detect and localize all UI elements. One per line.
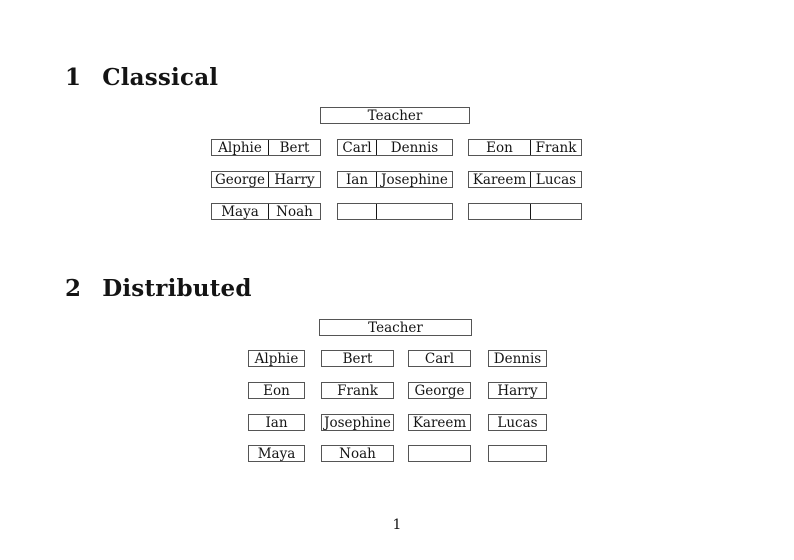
seat: Noah	[276, 203, 313, 220]
desk: Eon Frank	[468, 139, 582, 156]
empty-seat	[377, 204, 452, 219]
desk: Kareem Lucas	[468, 171, 582, 188]
empty-seat	[488, 445, 547, 462]
seat: George	[212, 172, 269, 188]
section-number: 1	[65, 64, 82, 91]
desk: Ian Josephine	[337, 171, 453, 188]
section-title: Classical	[102, 64, 219, 91]
page-number: 1	[392, 517, 402, 533]
seat: Eon	[248, 382, 305, 399]
seat: Carl	[408, 350, 471, 367]
section-heading-distributed: 2 Distributed	[65, 277, 252, 300]
seat: Harry	[488, 382, 547, 399]
seat: Dennis	[390, 139, 439, 156]
seat: Josephine	[381, 171, 448, 188]
section-heading-classical: 1 Classical	[65, 66, 218, 89]
teacher-box: Teacher	[320, 107, 470, 124]
seat: Ian	[248, 414, 305, 431]
desk	[337, 203, 453, 220]
section-number: 2	[65, 275, 82, 302]
seat: Lucas	[535, 171, 577, 188]
seat: Dennis	[488, 350, 547, 367]
empty-seat	[408, 445, 471, 462]
empty-seat	[531, 204, 581, 219]
seat: Ian	[338, 172, 377, 188]
desk: Maya Noah	[211, 203, 321, 220]
seat: Josephine	[321, 414, 394, 431]
desk	[468, 203, 582, 220]
seat: Lucas	[488, 414, 547, 431]
seat: Noah	[321, 445, 394, 462]
empty-seat	[338, 204, 377, 219]
desk: Carl Dennis	[337, 139, 453, 156]
seat: Maya	[212, 204, 269, 220]
seat: Carl	[338, 140, 377, 156]
seat: George	[408, 382, 471, 399]
seat: Alphie	[248, 350, 305, 367]
seat: Frank	[321, 382, 394, 399]
seat: Maya	[248, 445, 305, 462]
teacher-box: Teacher	[319, 319, 472, 336]
seat: Frank	[535, 139, 577, 156]
seat: Bert	[321, 350, 394, 367]
seat: Alphie	[212, 140, 269, 156]
seat: Kareem	[469, 172, 531, 188]
empty-seat	[469, 204, 531, 219]
section-title: Distributed	[102, 275, 252, 302]
seat: Kareem	[408, 414, 471, 431]
seat: Bert	[279, 139, 310, 156]
seat: Eon	[469, 140, 531, 156]
desk: George Harry	[211, 171, 321, 188]
seat: Harry	[274, 171, 315, 188]
desk: Alphie Bert	[211, 139, 321, 156]
